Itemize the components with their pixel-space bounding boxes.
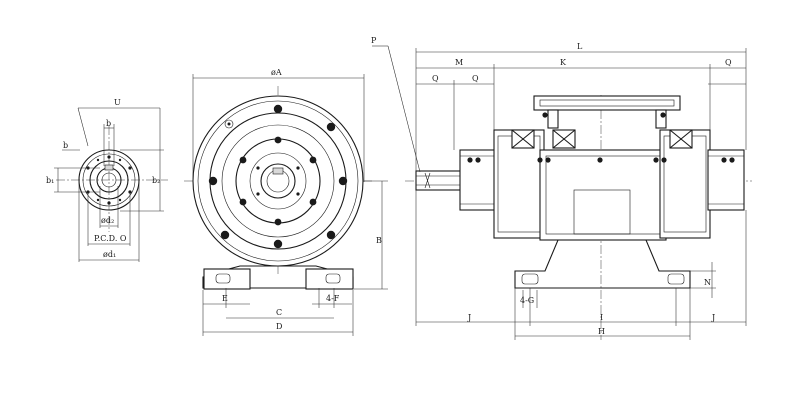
label-P: P <box>371 36 377 45</box>
side-view: P L M K Q Q Q N J 4-G I J H <box>371 36 752 340</box>
label-d2: ød₂ <box>101 216 114 225</box>
label-G: 4-G <box>520 296 534 305</box>
label-pcd: P.C.D. O <box>94 234 127 243</box>
label-Q3: Q <box>725 58 732 67</box>
label-M: M <box>455 58 463 67</box>
label-D: D <box>276 322 282 331</box>
label-A: øA <box>271 68 282 77</box>
pcd-holes <box>86 155 132 205</box>
label-Q1: Q <box>432 74 439 83</box>
label-I: I <box>600 313 603 322</box>
inner-bolts <box>239 136 317 226</box>
label-E: E <box>222 294 228 303</box>
label-K: K <box>560 58 567 67</box>
label-d1: ød₁ <box>103 250 116 259</box>
label-N: N <box>704 278 711 287</box>
shaft-end-view: U b b b₁ b₂ ød₂ P.C.D. O ød₁ <box>46 98 168 262</box>
label-H: H <box>598 327 605 336</box>
label-J2: J <box>711 313 715 322</box>
ball-bearings <box>467 112 735 163</box>
label-Q2: Q <box>472 74 479 83</box>
label-B: B <box>376 236 382 245</box>
label-b1: b₁ <box>46 176 54 185</box>
label-b-left: b <box>63 141 68 150</box>
label-C: C <box>276 308 282 317</box>
outer-bolts <box>208 104 348 249</box>
label-J1: J <box>467 313 471 322</box>
bearing-boxes <box>511 129 693 149</box>
label-b2: b₂ <box>152 176 160 185</box>
front-view: øA B E 4-F C D <box>184 68 388 336</box>
label-L: L <box>577 42 583 51</box>
label-U: U <box>114 98 121 107</box>
label-b-top: b <box>106 119 111 128</box>
label-F: 4-F <box>326 294 340 303</box>
